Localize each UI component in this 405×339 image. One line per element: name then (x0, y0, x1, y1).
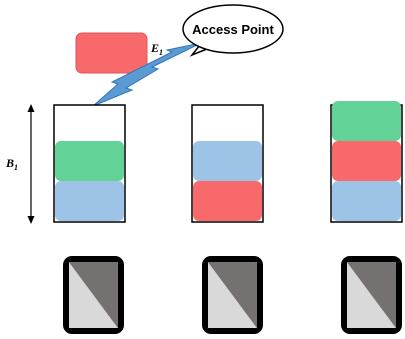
buffer-size-label: B1 (5, 156, 18, 172)
arrow-down-icon (27, 216, 35, 224)
packet-blue (55, 181, 124, 221)
packet-red (193, 181, 262, 221)
device-2-icon (202, 256, 263, 334)
packet-blue (332, 181, 401, 221)
energy-label: E1 (150, 41, 163, 57)
access-point-label: Access Point (192, 22, 274, 37)
buffer-3 (330, 101, 403, 223)
packet-green (55, 141, 124, 181)
packet-green (332, 101, 401, 141)
packet-blue (193, 141, 262, 181)
energy-packet (75, 32, 148, 74)
packet-red (332, 141, 401, 181)
access-point-bubble (182, 4, 284, 54)
device-3-icon (341, 256, 402, 334)
arrow-up-icon (27, 104, 35, 112)
buffer-1 (53, 104, 126, 223)
device-1-icon (63, 256, 124, 334)
buffer-2 (191, 104, 264, 223)
